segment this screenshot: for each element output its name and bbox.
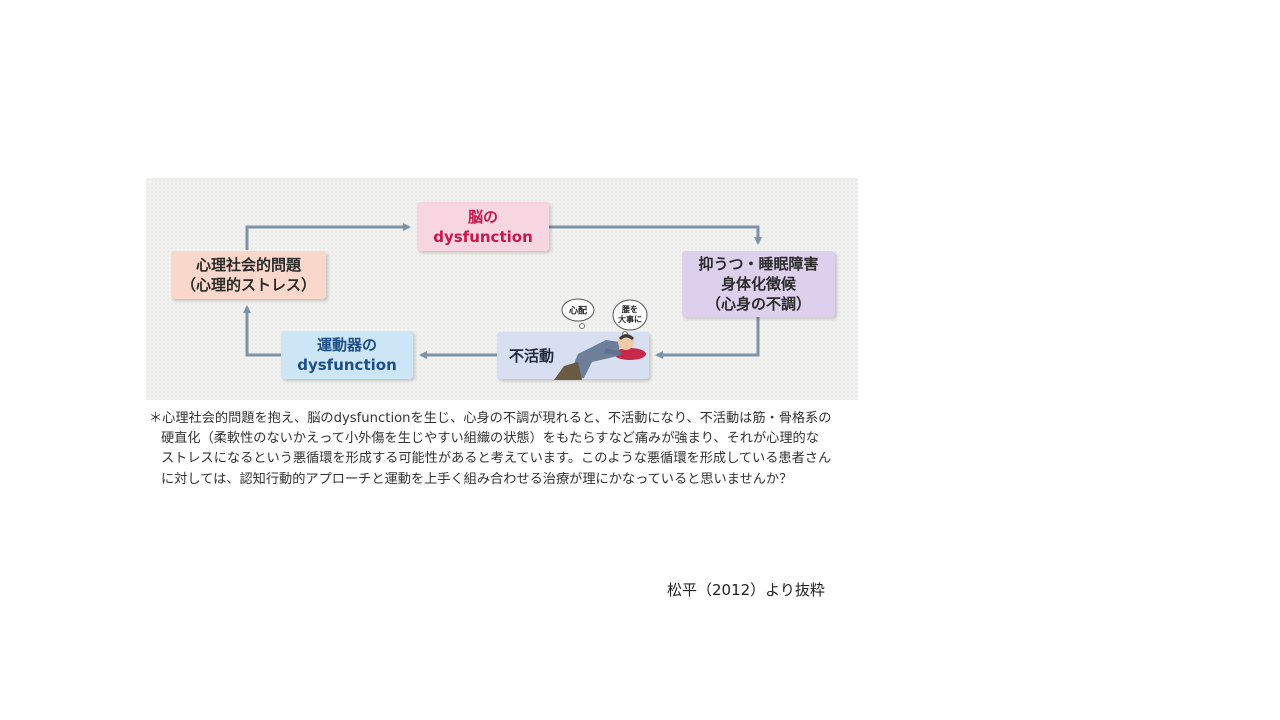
psycho-box-line2: （心理的ストレス） <box>180 276 316 294</box>
psycho-box-line1: 心理社会的問題 <box>195 256 301 274</box>
depress-box-line1: 抑うつ・睡眠障害 <box>698 255 819 273</box>
worry-bubble-text: 心配 <box>569 306 587 317</box>
caption-line-4: に対しては、認知行動的アプローチと運動を上手く組み合わせる治療が理にかなっている… <box>161 471 793 487</box>
brain-dysfunction-box: 脳の dysfunction <box>417 202 549 251</box>
depress-box-line3: （心身の不調） <box>705 295 811 313</box>
caption-line-1: ＊心理社会的問題を抱え、脳のdysfunctionを生じ、心身の不調が現れると、… <box>149 411 832 426</box>
source-citation: 松平（2012）より抜粋 <box>667 581 825 599</box>
depression-box: 抑うつ・睡眠障害 身体化徴候 （心身の不調） <box>682 251 835 317</box>
depress-box-line2: 身体化徴候 <box>720 275 796 293</box>
back-care-bubble: 腰を 大事に <box>612 299 648 337</box>
motor-dysfunction-box: 運動器の dysfunction <box>281 331 413 379</box>
back-bubble-line1: 腰を <box>621 304 638 314</box>
back-bubble-line2: 大事に <box>618 314 642 324</box>
psychosocial-box: 心理社会的問題 （心理的ストレス） <box>171 251 326 299</box>
motor-box-line2: dysfunction <box>297 356 397 374</box>
worry-bubble: 心配 <box>561 298 595 329</box>
caption-line-3: ストレスになるという悪循環を形成する可能性があると考えています。このような悪循環… <box>161 451 832 467</box>
lying-person-illustration: 心配 腰を 大事に <box>554 298 648 380</box>
brain-box-line2: dysfunction <box>433 227 533 246</box>
caption: ＊心理社会的問題を抱え、脳のdysfunctionを生じ、心身の不調が現れると、… <box>149 409 861 490</box>
caption-line-2: 硬直化（柔軟性のないかえって小外傷を生じやすい組織の状態）をもたらすなど痛みが強… <box>161 431 819 447</box>
motor-box-line1: 運動器の <box>316 336 377 354</box>
brain-box-line1: 脳の <box>467 207 498 226</box>
inactive-box-label: 不活動 <box>509 346 555 365</box>
